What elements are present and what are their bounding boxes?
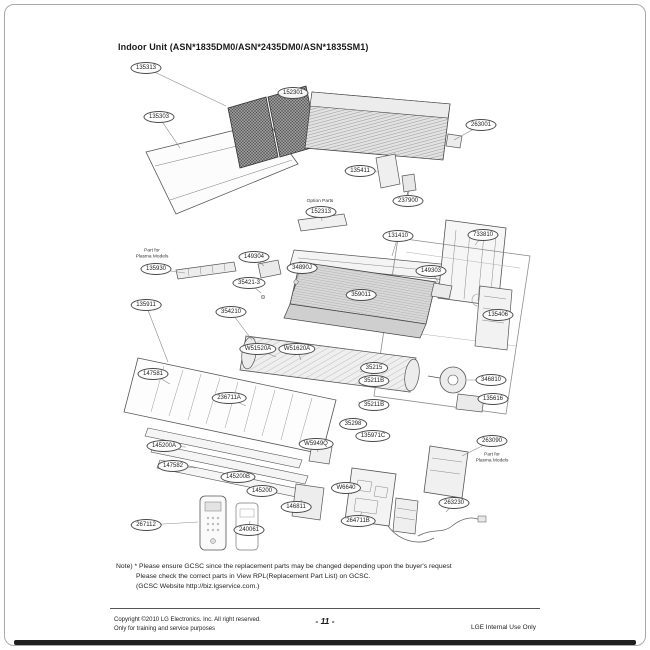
plasma-generator-shape <box>423 445 469 499</box>
callout-leader-line <box>145 304 169 363</box>
plasma-pad-shape <box>175 261 237 280</box>
note-line-1: Note) * Please ensure GCSC since the rep… <box>116 563 452 570</box>
footer-copyright-line-1: Copyright ©2010 LG Electronics. Inc. All… <box>114 617 261 623</box>
remote-control-shape <box>199 495 227 551</box>
callout-leader-line <box>248 282 262 294</box>
sensor-part-shape <box>308 443 333 465</box>
callout-leader-line <box>230 311 253 341</box>
terminal-block-shape <box>392 497 419 535</box>
small-bracket-shape <box>401 173 417 205</box>
fan-motor-shape <box>427 366 467 394</box>
callout-leader-line <box>248 520 251 531</box>
clip-shape-right <box>430 282 453 300</box>
screw-shape <box>260 279 299 300</box>
cross-flow-fan-shape <box>239 335 420 393</box>
callout-leader-line <box>343 419 354 425</box>
note-line-3: (GCSC Website http://biz.lgservice.com.) <box>136 583 260 590</box>
cap-shape <box>445 133 463 149</box>
motor-bracket-shape <box>455 393 485 413</box>
remote-holder-shape <box>235 502 259 551</box>
clip-shape-left <box>257 259 282 279</box>
footer-copyright-line-2: Only for training and service purposes <box>114 625 216 632</box>
page-bottom-bar <box>14 640 636 645</box>
note-block: Note) * Please ensure GCSC since the rep… <box>116 562 452 592</box>
footer-divider <box>110 608 540 609</box>
callout-leader-line <box>359 170 380 173</box>
front-panel-shape <box>145 121 299 215</box>
control-box-shape <box>344 467 397 527</box>
callout-leader-line <box>361 431 374 437</box>
note-line-2: Please check the correct parts in View R… <box>136 573 371 580</box>
callout-leader-line <box>145 521 199 526</box>
wiring-shape <box>387 515 487 543</box>
front-grille-shape <box>304 91 451 161</box>
callout-leader-line <box>461 440 493 457</box>
callout-leader-line <box>445 502 455 513</box>
pcb-bracket-shape <box>291 483 325 521</box>
footer-internal-use: LGE Internal Use Only <box>470 624 536 631</box>
callout-leader-line <box>158 116 181 149</box>
option-louver-shape <box>297 213 348 232</box>
callout-leader-line <box>357 401 375 406</box>
callout-leader-line <box>453 124 482 141</box>
air-filter-left-shape <box>227 96 279 169</box>
footer-copyright: Copyright ©2010 LG Electronics. Inc. All… <box>114 616 261 633</box>
side-bracket-shape <box>474 285 513 351</box>
page-number: - 11 - <box>315 616 335 626</box>
callout-leader-line <box>145 67 227 107</box>
display-cover-shape <box>375 153 401 189</box>
page-title: Indoor Unit (ASN*1835DM0/ASN*2435DM0/ASN… <box>118 42 369 52</box>
